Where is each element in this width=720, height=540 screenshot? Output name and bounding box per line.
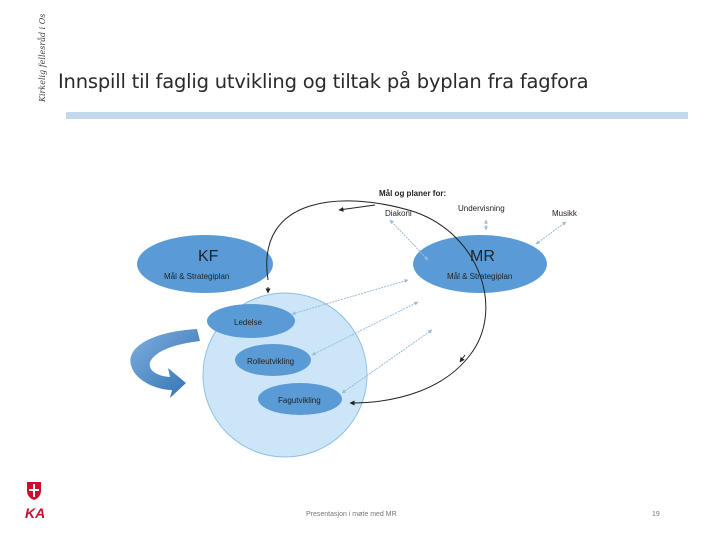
- mr-sublabel: Mål & Strategiplan: [447, 272, 512, 281]
- plan-item: Musikk: [552, 209, 578, 218]
- organization-logo-vertical: Kirkelig fellesråd i Oslo: [38, 14, 47, 103]
- page-number: 19: [652, 511, 660, 518]
- cycle-arrow-top: [338, 204, 376, 212]
- node-label: Fagutvikling: [278, 396, 321, 405]
- kf-label: KF: [198, 248, 219, 265]
- footer-caption: Presentasjon i møte med MR: [306, 511, 397, 518]
- mr-label: MR: [470, 248, 495, 265]
- kf-sublabel: Mål & Strategiplan: [164, 272, 229, 281]
- curved-feedback-arrow: [130, 329, 200, 398]
- node-label: Rolleutvikling: [247, 357, 294, 366]
- plan-item: Diakoni: [385, 209, 412, 218]
- cross-icon: [29, 484, 39, 497]
- ledelse-ellipse: [207, 304, 295, 338]
- fagutvikling-ellipse: [258, 383, 342, 415]
- church-logo: KA: [25, 482, 45, 521]
- cycle-arrow-right: [459, 354, 466, 363]
- plans-heading: Mål og planer for:: [379, 189, 446, 198]
- ka-logo-text: KA: [25, 505, 45, 521]
- connector-arrows: [291, 219, 567, 394]
- kf-ellipse: [137, 235, 273, 293]
- plan-item: Undervisning: [458, 204, 505, 213]
- rolleutvikling-ellipse: [235, 344, 311, 376]
- vertical-logo-text: Kirkelig fellesråd i Oslo: [38, 14, 47, 103]
- slide-title: Innspill til faglig utvikling og tiltak …: [58, 70, 589, 93]
- title-underline-bar: [66, 112, 688, 119]
- mr-ellipse: [413, 235, 547, 293]
- node-label: Ledelse: [234, 318, 263, 327]
